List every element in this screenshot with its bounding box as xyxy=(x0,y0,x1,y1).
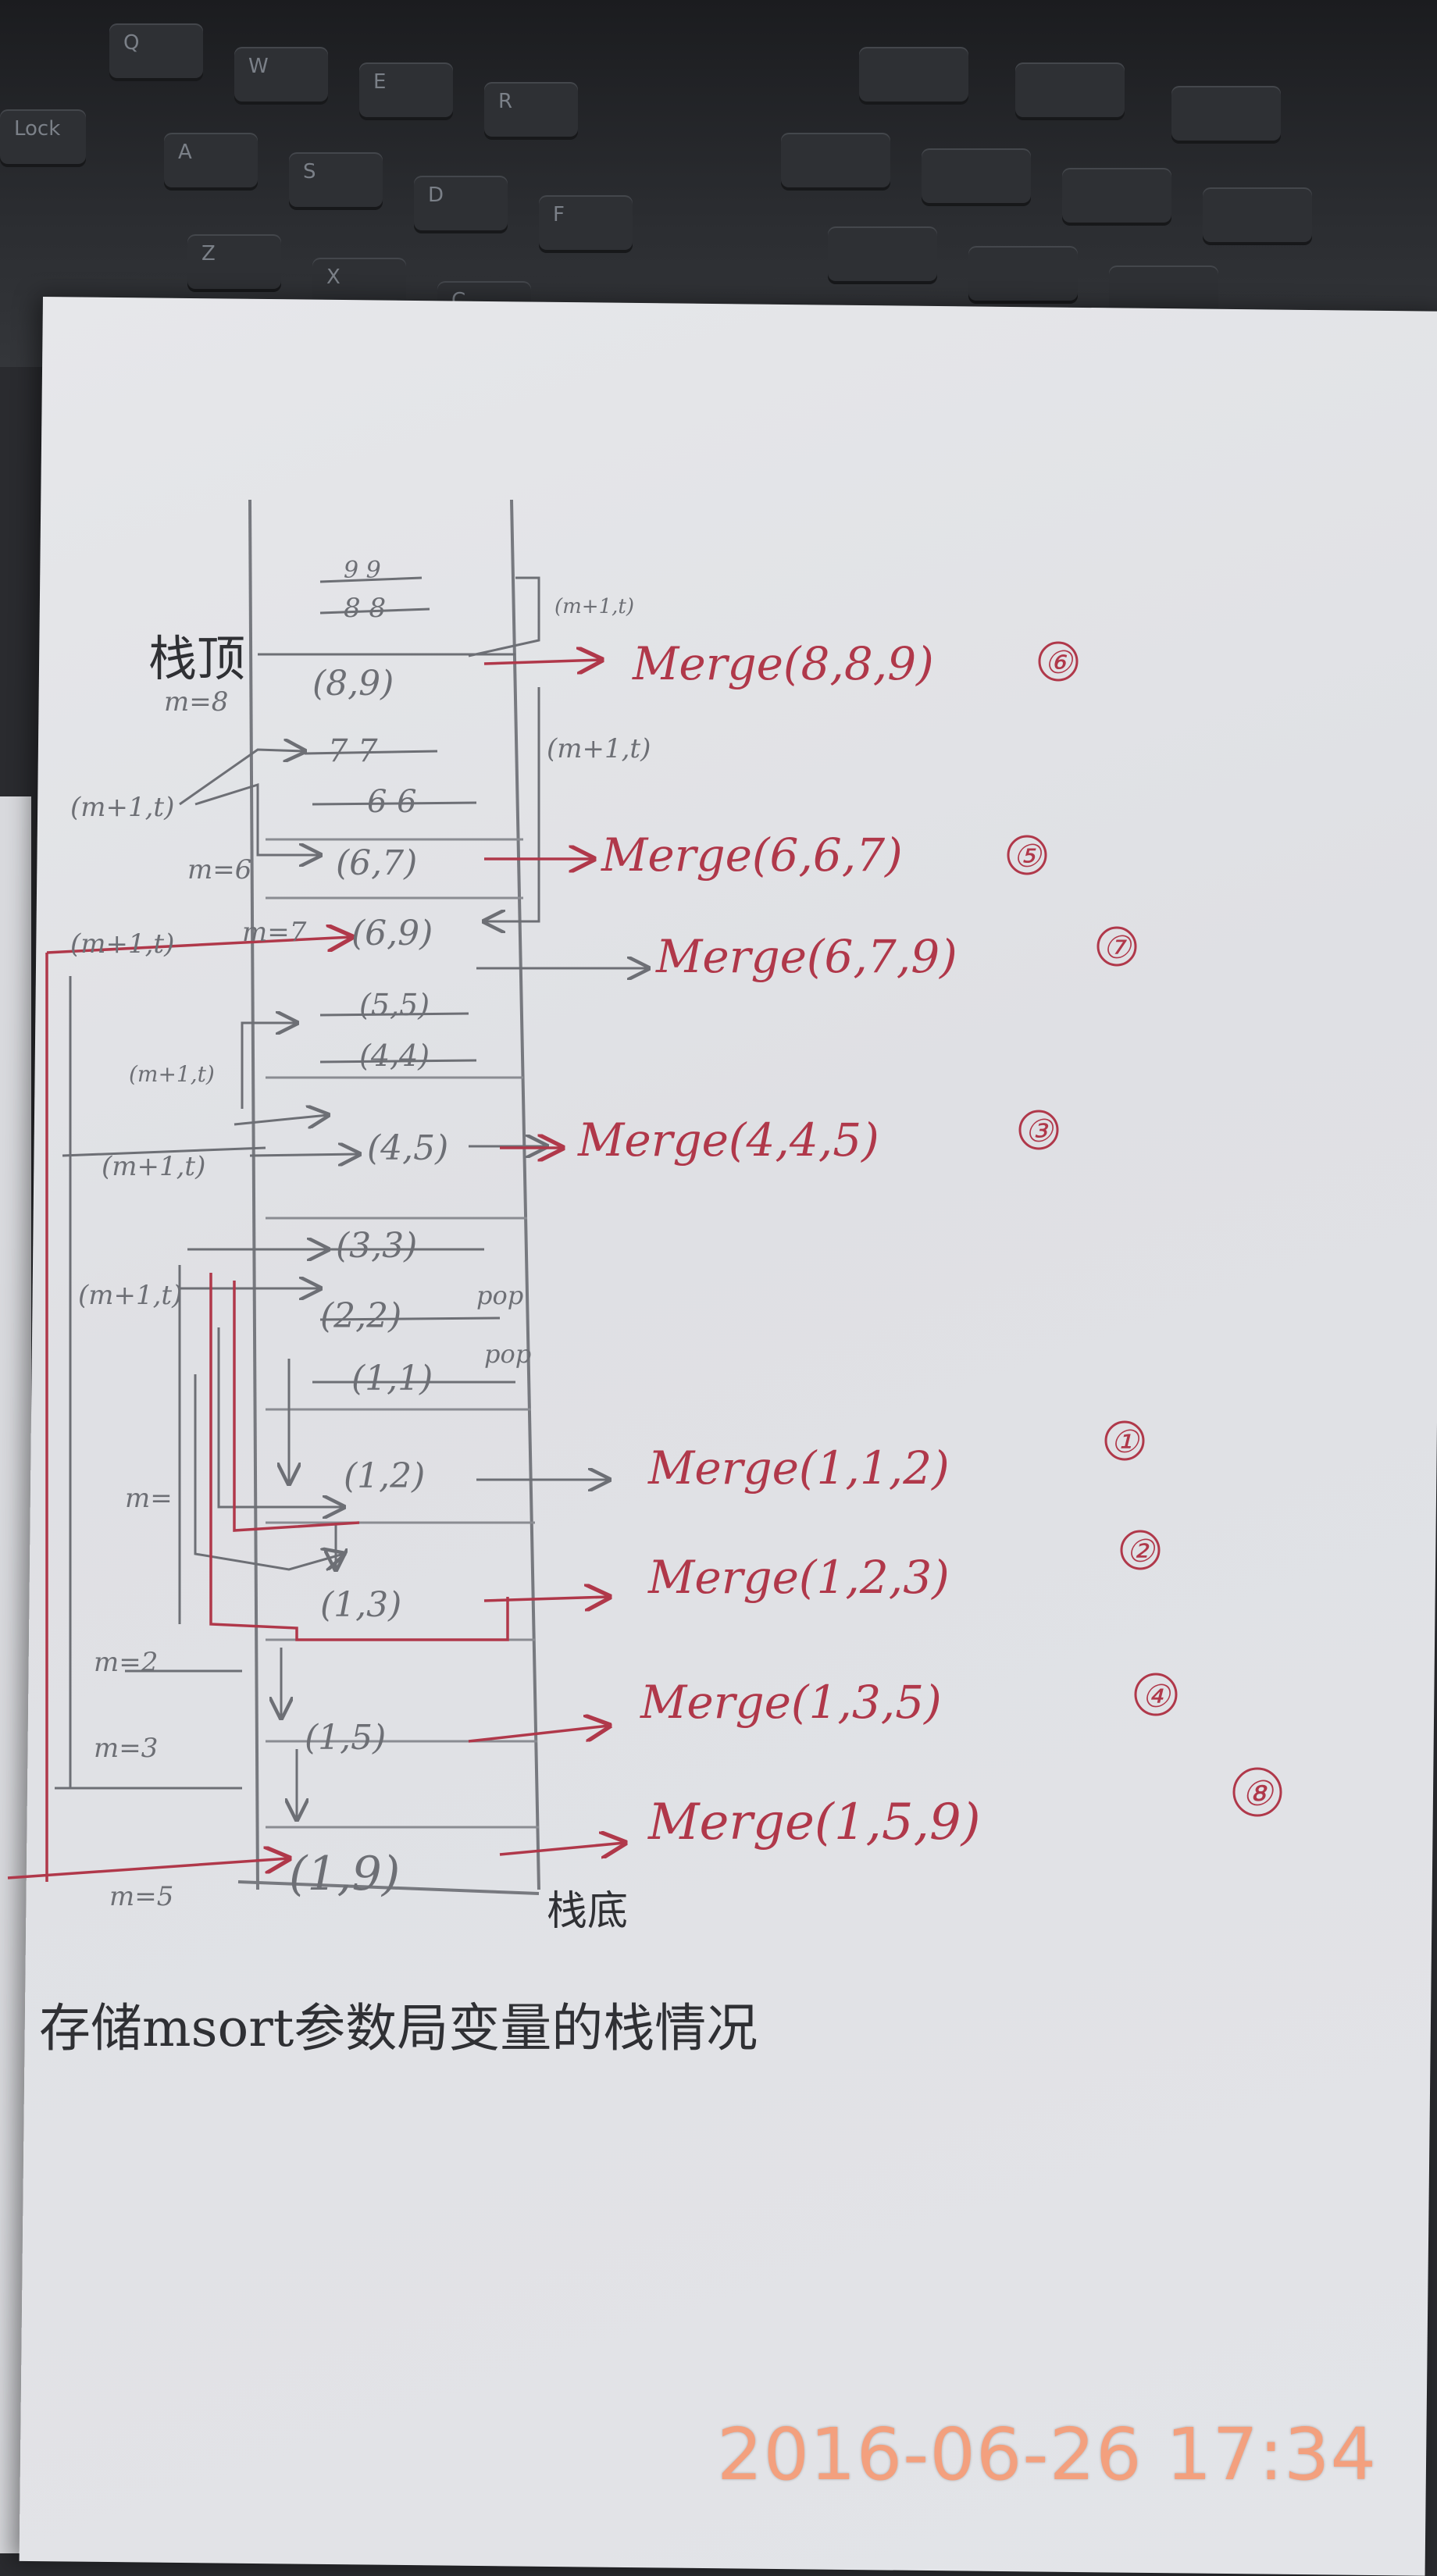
side-label: (m+1,t) xyxy=(554,595,634,618)
side-label: m=6 xyxy=(187,854,251,885)
merge-call: Merge(8,8,9) xyxy=(632,637,934,690)
stack-cell: (1,9) xyxy=(289,1847,400,1901)
key-label: E xyxy=(373,70,387,94)
keyboard-key: D xyxy=(414,176,508,230)
key-label: X xyxy=(326,265,341,289)
stack-top-label: 栈顶 xyxy=(148,630,245,687)
side-label: (m+1,t) xyxy=(547,733,651,764)
pop-mark: pop xyxy=(476,1281,523,1310)
stack-cell: 6 6 xyxy=(367,784,417,820)
order-markers: ⑥ ⑤ ⑦ ③ ① ② ④ ⑧ xyxy=(1007,641,1282,1817)
keyboard-key xyxy=(781,133,890,187)
order-number: ⑥ xyxy=(1044,645,1074,681)
merge-call: Merge(1,5,9) xyxy=(647,1794,981,1851)
keyboard-key xyxy=(1062,168,1171,223)
keyboard-key: Lock xyxy=(0,109,86,164)
merge-call: Merge(1,3,5) xyxy=(640,1676,942,1729)
stack-cell: (2,2) xyxy=(320,1296,401,1336)
key-label: S xyxy=(303,160,316,183)
merge-call: Merge(1,2,3) xyxy=(647,1551,950,1604)
stack-cell: (1,1) xyxy=(351,1359,433,1398)
side-label: m=8 xyxy=(164,686,228,718)
stack-rails xyxy=(237,499,540,1895)
side-label: m=3 xyxy=(94,1733,158,1764)
stack-cell: (1,5) xyxy=(305,1718,386,1758)
order-number: ⑧ xyxy=(1242,1774,1275,1814)
stack-cell: (1,3) xyxy=(320,1585,401,1625)
stack-cell: (4,5) xyxy=(367,1128,448,1168)
keyboard-key: E xyxy=(359,62,453,117)
key-label: Z xyxy=(201,242,216,265)
keyboard-key xyxy=(1015,62,1125,117)
stack-bottom-label: 栈底 xyxy=(547,1888,628,1935)
side-label: (m+1,t) xyxy=(129,1061,215,1087)
stack-cell: (8,9) xyxy=(312,664,394,704)
order-number: ④ xyxy=(1142,1679,1171,1715)
red-arrows xyxy=(7,660,625,1882)
stack-cell: 9 9 xyxy=(344,557,381,584)
merge-calls: Merge(8,8,9) Merge(6,6,7) Merge(6,7,9) M… xyxy=(577,637,981,1851)
key-label: W xyxy=(248,55,269,78)
side-labels: m=8 (m+1,t) (m+1,t) m=6 (m+1,t) m=7 (m+1… xyxy=(70,595,651,1912)
strike-throughs xyxy=(304,576,515,1384)
keyboard-key: Z xyxy=(187,234,281,289)
stack-cell: (6,7) xyxy=(336,843,417,883)
stack-separators xyxy=(266,838,539,1829)
keyboard-key xyxy=(828,226,937,281)
keyboard-key: A xyxy=(164,133,258,187)
keyboard-key: W xyxy=(234,47,328,102)
stack-cell: (4,4) xyxy=(359,1039,430,1073)
stack-cells: 9 9 8 8 (8,9) 7 7 6 6 (6,7) (6,9) (5,5) … xyxy=(289,557,448,1901)
side-label: (m+1,t) xyxy=(70,792,174,823)
pop-marks: pop pop xyxy=(476,1281,531,1369)
key-label: D xyxy=(428,183,444,207)
stack-cell: (5,5) xyxy=(359,988,430,1022)
order-number: ⑤ xyxy=(1013,839,1043,875)
merge-call: Merge(4,4,5) xyxy=(577,1113,879,1167)
key-label: R xyxy=(498,90,513,113)
keyboard-key xyxy=(859,47,968,102)
order-number: ② xyxy=(1126,1534,1156,1569)
stack-cell: 7 7 xyxy=(328,733,378,769)
key-label: F xyxy=(553,203,565,226)
keyboard-key xyxy=(922,148,1031,203)
side-label: m=7 xyxy=(242,917,307,948)
keyboard-key: Q xyxy=(109,23,203,78)
side-label: (m+1,t) xyxy=(102,1151,205,1182)
keyboard-key: F xyxy=(539,195,633,250)
side-label: (m+1,t) xyxy=(70,928,174,960)
key-label: Lock xyxy=(14,117,61,141)
order-number: ① xyxy=(1111,1424,1140,1460)
photo-timestamp: 2016-06-26 17:34 xyxy=(717,2413,1378,2496)
order-number: ⑦ xyxy=(1103,930,1132,966)
pop-mark: pop xyxy=(484,1339,531,1369)
side-label: m=2 xyxy=(94,1647,158,1678)
stack-cell: (3,3) xyxy=(336,1226,417,1266)
pencil-connectors xyxy=(55,576,648,1819)
keyboard-key xyxy=(968,246,1078,301)
merge-call: Merge(1,1,2) xyxy=(647,1441,950,1495)
stack-cell: 8 8 xyxy=(344,593,386,624)
keyboard-key xyxy=(1203,187,1312,242)
keyboard-key: S xyxy=(289,152,383,207)
keyboard-key xyxy=(1171,86,1281,141)
merge-call: Merge(6,7,9) xyxy=(655,930,957,983)
order-number: ③ xyxy=(1025,1113,1054,1149)
stack-cell: (6,9) xyxy=(351,914,433,953)
stack-cell: (1,2) xyxy=(344,1456,425,1496)
side-label: m= xyxy=(125,1483,173,1514)
caption: 存储msort参数局变量的栈情况 xyxy=(39,1998,758,2058)
merge-call: Merge(6,6,7) xyxy=(601,828,903,882)
keyboard-key: R xyxy=(484,82,578,137)
key-label: A xyxy=(178,141,192,164)
side-label: m=5 xyxy=(109,1881,173,1912)
key-label: Q xyxy=(123,31,140,55)
side-label: (m+1,t) xyxy=(78,1280,182,1311)
